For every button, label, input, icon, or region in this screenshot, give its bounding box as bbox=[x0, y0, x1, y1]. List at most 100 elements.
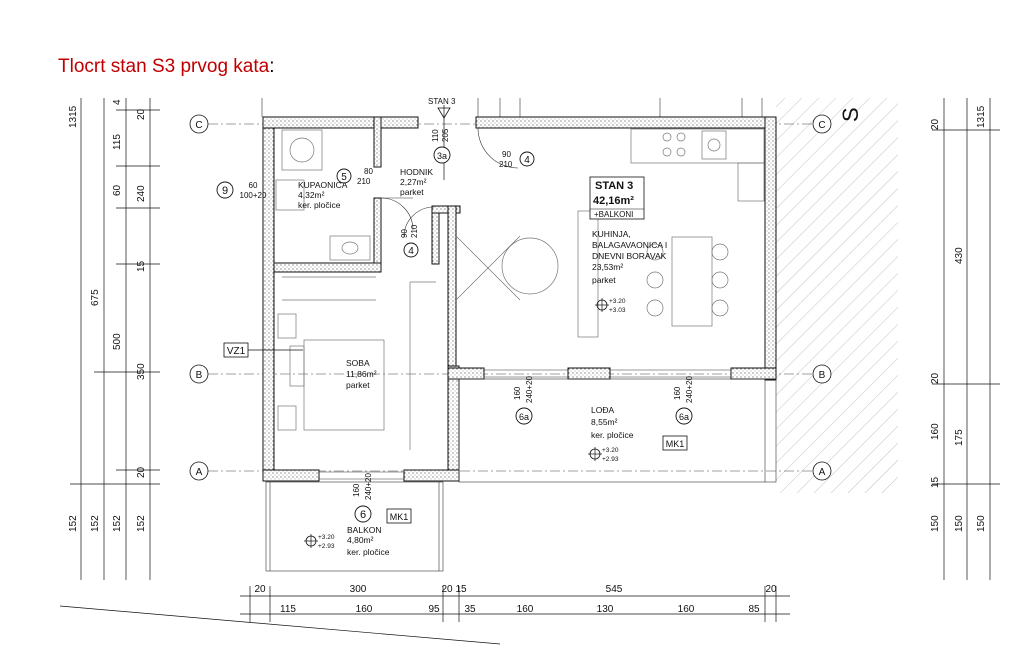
bottom-dimension-lines bbox=[59, 586, 790, 645]
dim-left-115: 115 bbox=[112, 134, 123, 150]
dim-bottom-95: 95 bbox=[428, 604, 440, 615]
loggia-outline bbox=[265, 378, 777, 572]
dim-right-175: 175 bbox=[954, 429, 965, 446]
dim-left-20-top: 20 bbox=[136, 108, 147, 120]
dim-left-350: 350 bbox=[136, 363, 147, 380]
svg-text:11,86m²: 11,86m² bbox=[346, 369, 377, 379]
svg-text:205: 205 bbox=[441, 128, 450, 142]
tag-mk1-balkon: MK1 bbox=[386, 508, 412, 524]
marker-5: 5 80 210 bbox=[336, 167, 373, 186]
svg-text:parket: parket bbox=[346, 380, 370, 390]
svg-text:ker. pločice: ker. pločice bbox=[591, 430, 634, 440]
dim-left-675: 675 bbox=[90, 289, 101, 306]
svg-text:6a: 6a bbox=[679, 412, 689, 422]
apartment-name: STAN 3 bbox=[595, 180, 633, 192]
dim-right-160: 160 bbox=[930, 423, 941, 440]
svg-text:4,32m²: 4,32m² bbox=[298, 190, 325, 200]
svg-text:4,80m²: 4,80m² bbox=[347, 535, 374, 545]
room-hodnik: HODNIK 2,27m² parket bbox=[400, 167, 433, 197]
svg-text:160: 160 bbox=[352, 483, 361, 497]
svg-text:23,53m²: 23,53m² bbox=[592, 262, 623, 272]
upper-context-lines bbox=[261, 98, 763, 117]
marker-6a-left: 6a 160 240+20 bbox=[513, 376, 534, 425]
svg-text:160: 160 bbox=[673, 386, 682, 400]
svg-text:6: 6 bbox=[360, 509, 366, 521]
stair-arrow bbox=[437, 105, 451, 180]
page-title: Tlocrt stan S3 prvog kata: bbox=[58, 56, 275, 78]
tag-mk1-loda: MK1 bbox=[662, 435, 688, 451]
svg-text:+3.20: +3.20 bbox=[318, 534, 335, 541]
svg-text:MK1: MK1 bbox=[666, 439, 685, 449]
dim-right-430: 430 bbox=[954, 247, 965, 264]
tag-vz1: VZ1 bbox=[223, 342, 303, 358]
dim-bottom-20a: 20 bbox=[254, 584, 266, 595]
svg-text:80: 80 bbox=[364, 167, 373, 176]
svg-text:110: 110 bbox=[431, 129, 440, 142]
svg-text:LOĐA: LOĐA bbox=[591, 405, 614, 415]
svg-text:9: 9 bbox=[222, 185, 228, 197]
dim-left-15: 15 bbox=[136, 260, 147, 272]
dim-left-152a: 152 bbox=[68, 515, 79, 532]
dim-bottom-160c: 160 bbox=[678, 604, 695, 615]
dim-bottom-85: 85 bbox=[748, 604, 760, 615]
dim-right-150c: 150 bbox=[976, 515, 987, 532]
svg-text:60: 60 bbox=[249, 181, 258, 190]
apartment-area: 42,16m² bbox=[593, 195, 634, 207]
dim-right-15: 15 bbox=[930, 476, 941, 488]
room-soba: SOBA 11,86m² parket bbox=[346, 358, 377, 390]
svg-text:BALKON: BALKON bbox=[347, 525, 382, 535]
svg-text:+3.20: +3.20 bbox=[602, 447, 619, 454]
svg-text:5: 5 bbox=[341, 172, 347, 183]
dim-left-152d: 152 bbox=[136, 515, 147, 532]
marker-6: 6 160 240+20 bbox=[352, 473, 373, 523]
dim-left-4: 4 bbox=[112, 99, 123, 105]
stair-label: STAN 3 bbox=[428, 97, 456, 106]
dim-right-150b: 150 bbox=[930, 515, 941, 532]
dim-left-1315: 1315 bbox=[68, 105, 79, 128]
svg-text:ker. pločice: ker. pločice bbox=[298, 200, 341, 210]
svg-text:100+20: 100+20 bbox=[240, 191, 267, 200]
dim-bottom-300: 300 bbox=[350, 584, 367, 595]
door-swings bbox=[380, 127, 519, 238]
left-dimension-lines bbox=[70, 98, 160, 580]
svg-text:90: 90 bbox=[502, 150, 511, 159]
svg-text:ker. pločice: ker. pločice bbox=[347, 547, 390, 557]
svg-text:3a: 3a bbox=[437, 151, 447, 161]
dim-left-152c: 152 bbox=[112, 515, 123, 532]
svg-text:160: 160 bbox=[513, 386, 522, 400]
dim-right-1315: 1315 bbox=[976, 105, 987, 128]
furniture bbox=[275, 128, 765, 450]
svg-text:KUPAONICA: KUPAONICA bbox=[298, 180, 348, 190]
axis-b-left: B bbox=[189, 364, 209, 384]
room-loda: LOĐA 8,55m² ker. pločice bbox=[591, 405, 634, 440]
axis-lines bbox=[208, 123, 812, 472]
svg-text:2,27m²: 2,27m² bbox=[400, 177, 427, 187]
svg-text:240+20: 240+20 bbox=[364, 473, 373, 500]
svg-text:C: C bbox=[818, 120, 825, 131]
marker-3a: 3a 110 205 bbox=[431, 128, 451, 164]
windows bbox=[319, 369, 731, 480]
svg-text:A: A bbox=[819, 467, 826, 478]
svg-text:VZ1: VZ1 bbox=[227, 346, 246, 357]
marker-9: 9 60 100+20 bbox=[216, 181, 267, 200]
level-balkon: +3.20 +2.93 bbox=[304, 534, 335, 550]
dim-left-60: 60 bbox=[112, 184, 123, 196]
axis-b-right: B bbox=[812, 364, 832, 384]
facade-hatch bbox=[776, 98, 898, 493]
marker-4-top: 4 90 210 bbox=[499, 150, 535, 169]
svg-text:+2.93: +2.93 bbox=[602, 456, 619, 463]
right-dimension-lines bbox=[932, 98, 1000, 580]
room-kuhinja: KUHINJA, BALAGAVAONICA I DNEVNI BORAVAK … bbox=[592, 229, 667, 285]
svg-text:B: B bbox=[196, 370, 203, 381]
svg-text:210: 210 bbox=[499, 160, 513, 169]
page-title-colon: : bbox=[269, 56, 275, 77]
dim-left-240: 240 bbox=[136, 185, 147, 202]
page-title-text: Tlocrt stan S3 prvog kata bbox=[58, 56, 270, 77]
svg-text:8,55m²: 8,55m² bbox=[591, 417, 618, 427]
svg-text:240+20: 240+20 bbox=[525, 376, 534, 403]
svg-text:4: 4 bbox=[524, 155, 530, 166]
dim-bottom-15: 15 bbox=[455, 584, 467, 595]
level-kuhinja: +3.20 +3.03 bbox=[595, 298, 626, 314]
svg-text:parket: parket bbox=[400, 187, 424, 197]
